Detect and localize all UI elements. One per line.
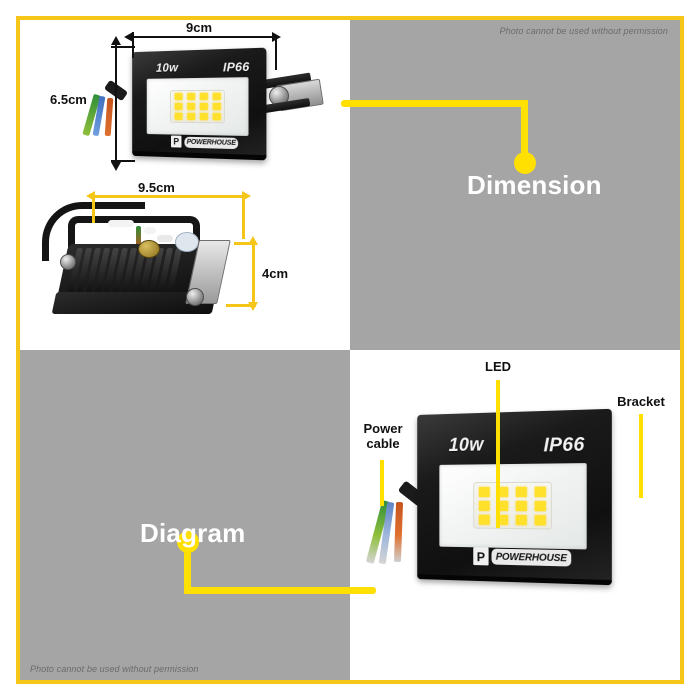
dimension-value-width: 9cm xyxy=(186,20,213,35)
bracket-slot-icon xyxy=(157,235,173,242)
dimension-value-height: 6.5cm xyxy=(50,92,87,107)
left-knob-icon xyxy=(60,254,76,270)
led-panel xyxy=(170,89,225,124)
floodlight-rear-view: 9.5cm 4cm xyxy=(20,180,350,350)
dimension-arrow-left xyxy=(124,32,133,42)
rear-dimension-tick-left xyxy=(92,195,95,223)
led-chip xyxy=(186,102,195,110)
led-chip xyxy=(174,112,182,120)
dimension-arrow-down xyxy=(111,162,121,171)
section-title-diagram: Diagram xyxy=(140,518,246,548)
rear-dimension-arrow-left xyxy=(86,191,95,201)
brand-mark: P xyxy=(170,135,182,148)
quadrant-diagram-title: Photo cannot be used without permission xyxy=(20,350,350,680)
rear-dimension-value-width: 9.5cm xyxy=(138,180,175,195)
led-chip xyxy=(534,486,546,497)
led-chip xyxy=(479,500,490,511)
floodlight-housing: 10w IP66 xyxy=(417,408,612,586)
led-chip xyxy=(199,93,208,101)
dimension-tick-right xyxy=(275,36,277,70)
dimension-connector-vertical xyxy=(521,100,528,162)
led-chip xyxy=(515,500,527,511)
dimension-tick-left xyxy=(132,32,134,58)
wattage-label: 10w xyxy=(155,60,179,75)
dimension-arrow-up xyxy=(111,36,121,45)
certification-sticker-icon xyxy=(175,232,199,252)
diagram-connector-horizontal xyxy=(184,587,376,594)
callout-led-label: LED xyxy=(485,359,511,374)
dimension-tick-bottom xyxy=(111,160,135,162)
led-chip xyxy=(534,500,546,511)
dimension-line-width xyxy=(128,36,276,38)
floodlight-diagram-view: 10w IP66 xyxy=(350,350,680,680)
lens-glass xyxy=(439,463,587,550)
brand-name: POWERHOUSE xyxy=(491,548,572,567)
led-chip xyxy=(212,102,221,111)
rear-dimension-value-depth: 4cm xyxy=(262,266,289,281)
quadrant-dimension-title: Photo cannot be used without permission xyxy=(350,20,680,350)
dimension-line-height xyxy=(115,42,117,166)
wire-brown-icon xyxy=(104,97,114,137)
led-chip xyxy=(174,102,182,110)
led-chip xyxy=(212,112,221,120)
callout-led-line xyxy=(496,380,500,528)
dimension-tick-top xyxy=(111,46,135,48)
dimension-connector-horizontal xyxy=(341,100,527,107)
wire-bundle-icon xyxy=(136,226,141,250)
led-chip xyxy=(515,486,527,497)
led-chip xyxy=(174,93,182,101)
bracket-slot-icon xyxy=(108,220,134,227)
heatsink-fins xyxy=(66,248,183,296)
rear-dimension-arrow-up xyxy=(248,236,258,245)
bracket-slot-icon xyxy=(144,227,156,234)
led-chip xyxy=(186,93,195,101)
led-chip xyxy=(199,112,208,120)
dimension-connector-dot xyxy=(514,152,536,174)
led-chip xyxy=(479,486,490,497)
quadrant-diagram-photo: 10w IP66 xyxy=(350,350,680,680)
wire-brown-icon xyxy=(393,501,404,563)
brand-logo: P POWERHOUSE xyxy=(170,135,239,149)
pivot-screw-icon xyxy=(138,240,160,258)
diagram-connector-vertical xyxy=(184,542,191,594)
rear-dimension-tick-bottom xyxy=(226,304,256,307)
wattage-label: 10w xyxy=(448,434,484,456)
brand-name: POWERHOUSE xyxy=(184,136,239,149)
lens-glass xyxy=(146,77,249,137)
watermark-top-right: Photo cannot be used without permission xyxy=(499,26,668,36)
watermark-bottom-left: Photo cannot be used without permission xyxy=(30,664,199,674)
led-chip xyxy=(199,102,208,111)
floodlight-front-view: 10w IP66 xyxy=(20,20,350,185)
rear-dimension-tick-right xyxy=(242,195,245,239)
section-title-dimension: Dimension xyxy=(467,170,602,200)
rear-dimension-line-width xyxy=(92,195,244,198)
ip-rating-label: IP66 xyxy=(222,59,250,75)
callout-bracket-line xyxy=(639,414,643,498)
led-chip xyxy=(212,93,221,101)
led-panel xyxy=(473,481,552,530)
rear-dimension-tick-top xyxy=(234,242,256,245)
callout-power-cable-label: Power cable xyxy=(363,421,403,451)
ip-rating-label: IP66 xyxy=(543,434,585,457)
rear-dimension-arrow-right xyxy=(242,191,251,201)
callout-bracket-label: Bracket xyxy=(617,394,665,409)
led-chip xyxy=(515,514,527,525)
led-chip xyxy=(534,514,546,525)
led-chip xyxy=(186,112,195,120)
brand-mark: P xyxy=(473,547,489,566)
callout-power-cable-line xyxy=(380,460,384,506)
led-chip xyxy=(479,514,490,525)
side-knob-icon xyxy=(186,288,204,306)
quadrant-dimension-photos: 10w IP66 xyxy=(20,20,350,350)
diagram-connector-dot xyxy=(177,531,199,553)
rear-dimension-line-depth xyxy=(252,242,255,306)
floodlight-housing: 10w IP66 xyxy=(132,47,267,161)
brand-logo: P POWERHOUSE xyxy=(473,547,572,567)
